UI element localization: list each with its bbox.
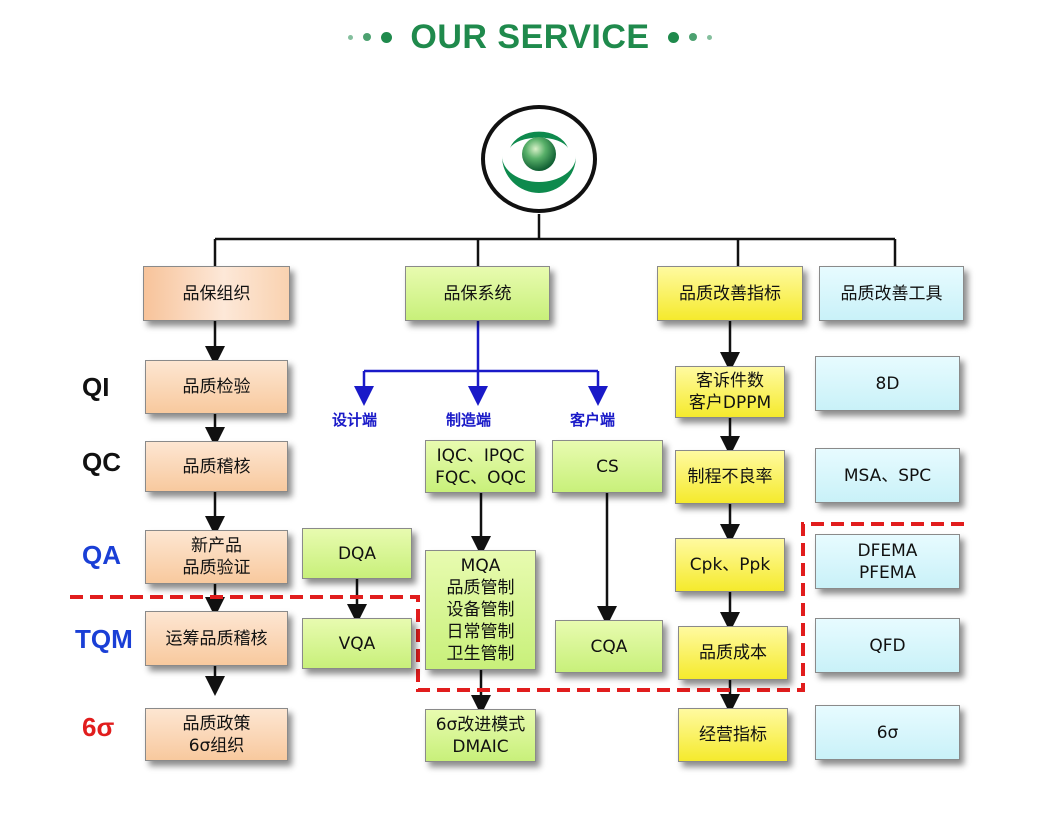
customer-item-cqa: CQA xyxy=(555,620,663,673)
metric-item-defect-rate: 制程不良率 xyxy=(675,450,785,504)
header-improvement-metrics: 品质改善指标 xyxy=(657,266,803,321)
tool-item-fmea: DFEMA PFEMA xyxy=(815,534,960,589)
left-dots-decoration xyxy=(348,31,393,43)
header-improvement-tools: 品质改善工具 xyxy=(819,266,964,321)
branch-manufacturing: 制造端 xyxy=(446,411,492,429)
tool-item-8d: 8D xyxy=(815,356,960,411)
org-item-inspection: 品质检验 xyxy=(145,360,288,414)
metric-item-business: 经营指标 xyxy=(678,708,788,762)
branch-design: 设计端 xyxy=(332,411,378,429)
org-item-quality-policy: 品质政策 6σ组织 xyxy=(145,708,288,761)
tool-item-msa-spc: MSA、SPC xyxy=(815,448,960,503)
design-item-dqa: DQA xyxy=(302,528,412,579)
company-logo xyxy=(481,105,597,213)
manufacturing-item-dmaic: 6σ改进模式 DMAIC xyxy=(425,709,536,762)
branch-customer: 客户端 xyxy=(570,411,616,429)
manufacturing-item-iqc: IQC、IPQC FQC、OQC xyxy=(425,440,536,493)
tool-item-six-sigma: 6σ xyxy=(815,705,960,760)
level-qc: QC xyxy=(82,447,121,477)
header-quality-system: 品保系统 xyxy=(405,266,550,321)
metric-item-quality-cost: 品质成本 xyxy=(678,626,788,680)
design-item-vqa: VQA xyxy=(302,618,412,669)
org-item-operations-audit: 运筹品质稽核 xyxy=(145,611,288,666)
right-dots-decoration xyxy=(667,31,712,43)
manufacturing-item-mqa: MQA 品质管制 设备管制 日常管制 卫生管制 xyxy=(425,550,536,670)
level-tqm: TQM xyxy=(75,624,133,654)
org-item-new-product-verification: 新产品 品质验证 xyxy=(145,530,288,584)
header-quality-org: 品保组织 xyxy=(143,266,290,321)
level-qa: QA xyxy=(82,540,121,570)
metric-item-cpk: Cpk、Ppk xyxy=(675,538,785,592)
customer-item-cs: CS xyxy=(552,440,663,493)
page-title: OUR SERVICE xyxy=(410,17,650,56)
tool-item-qfd: QFD xyxy=(815,618,960,673)
level-qi: QI xyxy=(82,372,110,402)
header: OUR SERVICE xyxy=(0,12,1060,62)
metric-item-complaints: 客诉件数 客户DPPM xyxy=(675,366,785,418)
org-item-audit: 品质稽核 xyxy=(145,441,288,492)
level-six-sigma: 6σ xyxy=(82,712,115,742)
